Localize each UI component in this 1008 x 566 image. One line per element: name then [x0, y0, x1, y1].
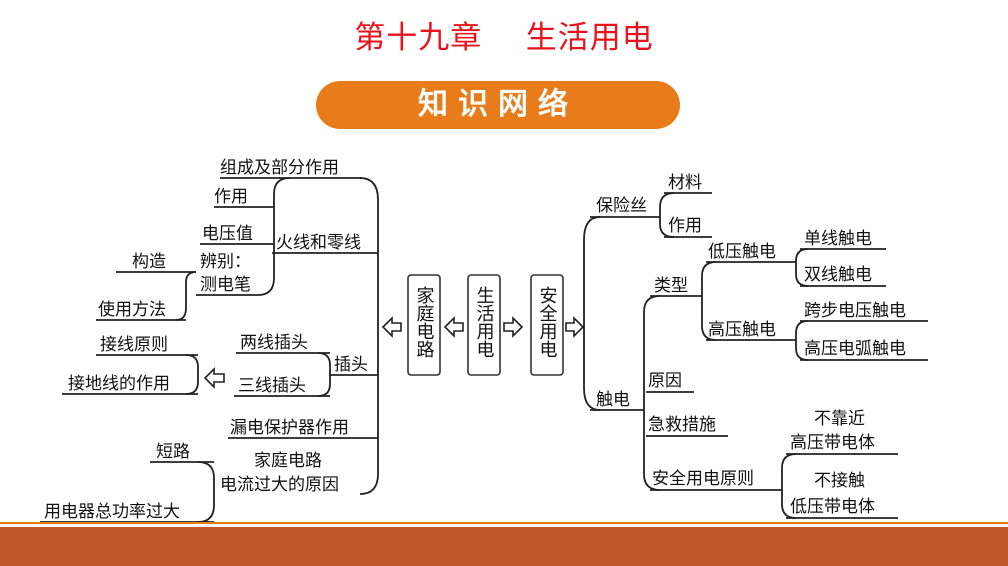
node-jiexian: 接线原则 — [100, 335, 168, 355]
node-bukaojin-line1: 不靠近 — [814, 409, 865, 429]
gaoya-bracket — [795, 320, 809, 361]
node-guoda-line2: 电流过大的原因 — [220, 475, 339, 495]
page-title: 第十九章 生活用电 — [354, 20, 654, 56]
node-diya: 低压触电 — [708, 242, 776, 262]
center-node-safe-electricity: 安全用电 — [530, 274, 564, 376]
center-node-life-electricity: 生活用电 — [467, 274, 501, 376]
right-main-bracket — [583, 216, 601, 411]
node-zuoyong-left: 作用 — [214, 187, 248, 207]
leixing-bracket — [701, 261, 717, 341]
node-zonggonglv: 用电器总功率过大 — [44, 502, 180, 522]
node-zucheng: 组成及部分作用 — [220, 158, 339, 178]
chatou-bracket — [317, 352, 331, 397]
huoxian-bracket — [257, 177, 291, 296]
node-cediabi: 测电笔 — [200, 275, 251, 295]
node-gouzao: 构造 — [132, 252, 166, 272]
sanxian-bracket — [185, 354, 199, 395]
arrow-right-1-icon — [503, 316, 524, 338]
node-dianhu: 高压电弧触电 — [804, 339, 906, 359]
baoxiansi-bracket — [659, 192, 675, 238]
node-bujiechu-line2: 低压带电体 — [790, 497, 875, 517]
node-danxian: 单线触电 — [804, 229, 872, 249]
guoda-bracket — [197, 461, 215, 523]
center-node-home-circuit-label: 家庭电路 — [414, 286, 435, 358]
node-gaoya: 高压触电 — [708, 320, 776, 340]
arrow-to-sanxian-icon — [203, 367, 225, 389]
node-huoxian: 火线和零线 — [276, 233, 361, 253]
node-yuanze: 安全用电原则 — [652, 469, 754, 489]
node-sanxian: 三线插头 — [238, 376, 306, 396]
node-baoxiansi: 保险丝 — [596, 196, 647, 216]
node-bukaojin-line2: 高压带电体 — [790, 433, 875, 453]
node-chatou: 插头 — [334, 355, 368, 375]
center-node-safe-electricity-label: 安全用电 — [537, 286, 558, 358]
node-duanlu: 短路 — [156, 442, 190, 462]
cediabi-bracket — [175, 271, 197, 321]
node-chudian: 触电 — [596, 390, 630, 410]
node-bianbie: 辨别： — [200, 252, 251, 272]
node-liangxian: 两线插头 — [240, 333, 308, 353]
diya-bracket — [795, 248, 809, 287]
yuanze-bracket — [781, 453, 797, 519]
footer-divider — [0, 522, 1008, 524]
chudian-bracket — [643, 295, 661, 491]
node-guoda-line1: 家庭电路 — [254, 451, 322, 471]
node-bujiechu-line1: 不接触 — [814, 471, 865, 491]
node-dianyazhi: 电压值 — [202, 224, 253, 244]
node-shiyong: 使用方法 — [98, 299, 166, 320]
node-kuabu: 跨步电压触电 — [804, 301, 906, 321]
node-loudian: 漏电保护器作用 — [230, 418, 349, 438]
arrow-left-2-icon — [443, 316, 464, 338]
node-cailiao: 材料 — [668, 173, 702, 193]
left-main-bracket — [359, 177, 379, 495]
node-jiedi: 接地线的作用 — [68, 374, 170, 394]
footer-bar — [0, 527, 1008, 566]
node-jijiu: 急救措施 — [648, 415, 716, 435]
node-zuoyong-right: 作用 — [668, 216, 702, 236]
node-yuanyin: 原因 — [648, 371, 682, 391]
center-node-life-electricity-label: 生活用电 — [474, 286, 495, 358]
node-shuangxian: 双线触电 — [804, 265, 872, 285]
node-leixing: 类型 — [654, 276, 688, 296]
arrow-left-1-icon — [381, 316, 402, 338]
arrow-right-2-icon — [565, 316, 585, 338]
section-banner: 知识网络 — [316, 81, 680, 129]
center-node-home-circuit: 家庭电路 — [407, 274, 441, 376]
